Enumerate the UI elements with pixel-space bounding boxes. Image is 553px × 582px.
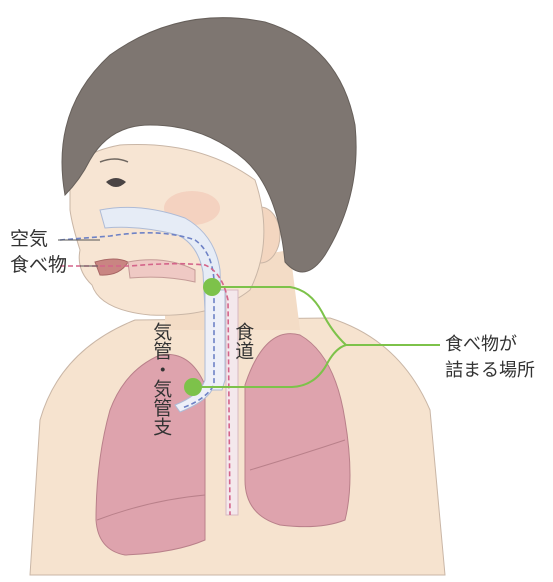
label-food: 食べ物 — [10, 256, 67, 275]
label-esophagus: 食道 — [232, 322, 254, 360]
choke-point-throat — [203, 278, 221, 296]
label-choke-point: 食べ物が 詰まる場所 — [445, 332, 535, 384]
label-choke-point-line1: 食べ物が — [445, 332, 535, 358]
choke-point-bronchus — [184, 378, 202, 396]
label-trachea: 気管・気管支 — [150, 322, 172, 436]
label-air: 空気 — [10, 230, 48, 249]
label-choke-point-line2: 詰まる場所 — [445, 358, 535, 384]
